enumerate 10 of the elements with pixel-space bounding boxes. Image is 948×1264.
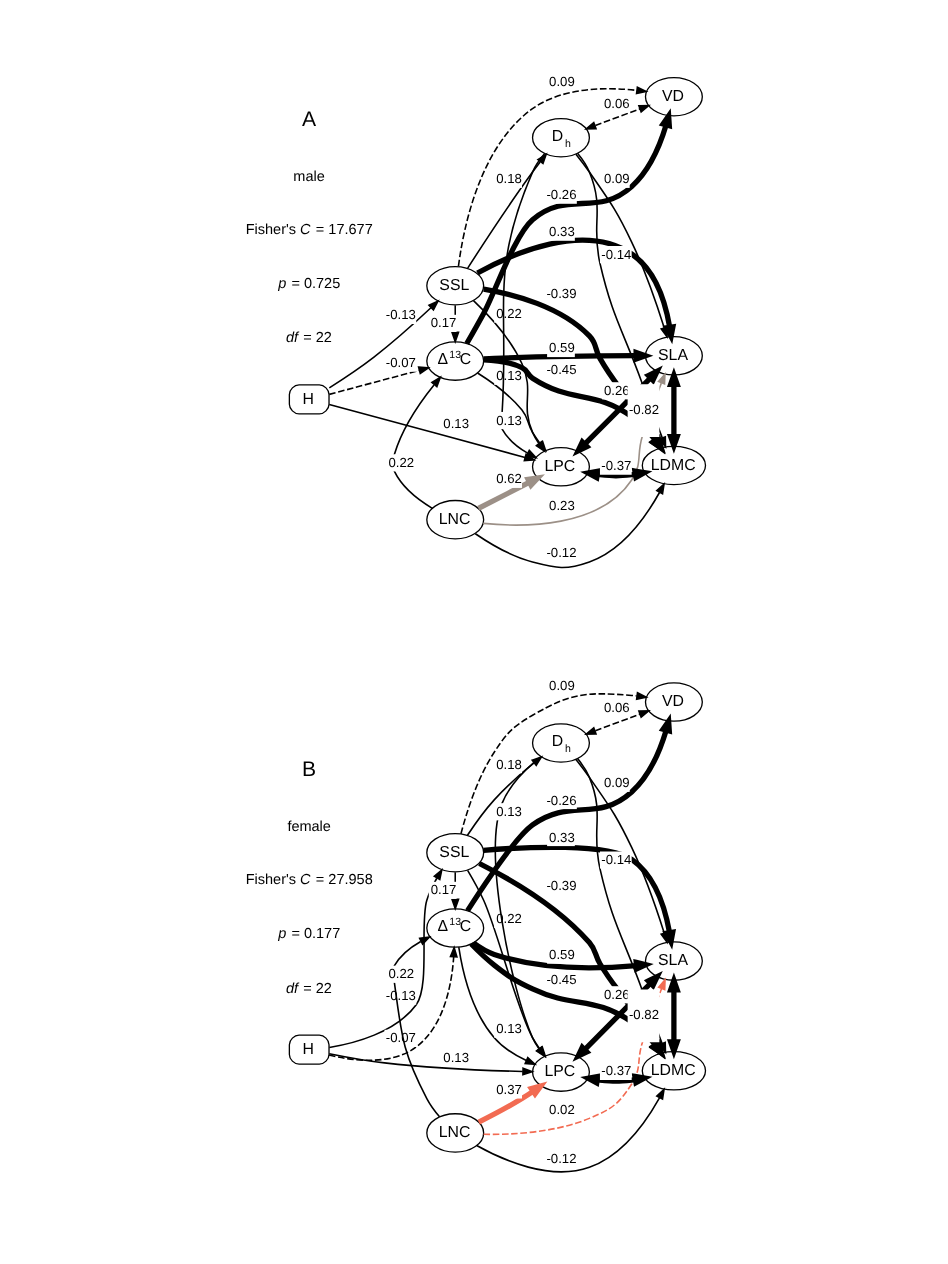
label: male	[292, 167, 324, 186]
label: female	[286, 817, 330, 836]
label: p = 0.177	[277, 924, 340, 943]
label: Fisher's C = 27.958	[244, 870, 372, 889]
label: df = 22	[285, 328, 331, 347]
label: Fisher's C = 17.677	[244, 219, 372, 238]
label: B	[300, 757, 316, 782]
label: A	[300, 107, 316, 132]
label: p = 0.725	[277, 274, 340, 293]
label: df = 22	[285, 978, 331, 997]
